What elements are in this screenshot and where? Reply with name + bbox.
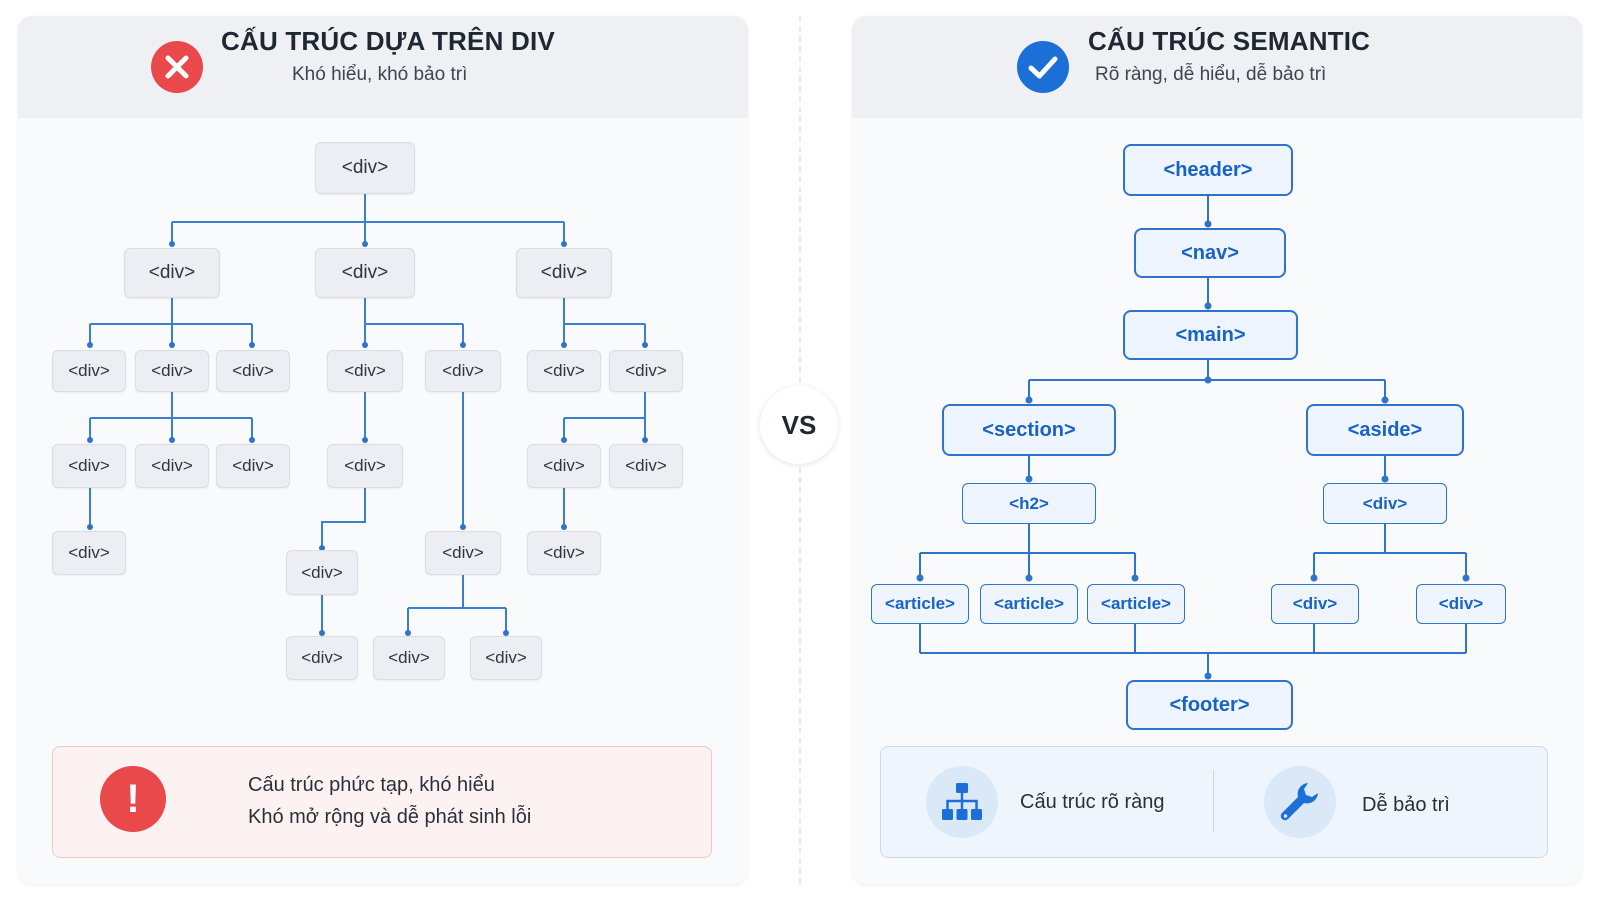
semantic-panel-header	[852, 16, 1582, 118]
div-node: <div>	[52, 444, 126, 488]
div-node-semantic-1: <div>	[1271, 584, 1359, 624]
div-node: <div>	[286, 550, 358, 595]
div-node-root: <div>	[315, 142, 415, 194]
exclamation-circle-icon: !	[100, 766, 166, 832]
benefits-divider	[1213, 770, 1214, 832]
benefit-clear-structure-label: Cấu trúc rõ ràng	[1020, 791, 1165, 813]
div-panel-header	[18, 16, 748, 118]
div-node: <div>	[609, 444, 683, 488]
div-node-a: <div>	[124, 248, 220, 298]
article-node-1: <article>	[871, 584, 969, 624]
div-node: <div>	[135, 444, 209, 488]
vs-badge: VS	[760, 386, 838, 464]
semantic-panel-subtitle: Rõ ràng, dễ hiểu, dễ bảo trì	[1095, 64, 1327, 85]
div-node: <div>	[373, 636, 445, 680]
article-node-3: <article>	[1087, 584, 1185, 624]
div-node: <div>	[52, 531, 126, 575]
nav-node: <nav>	[1134, 228, 1286, 278]
div-node: <div>	[327, 350, 403, 392]
sitemap-icon	[926, 766, 998, 838]
semantic-panel-title: CẤU TRÚC SEMANTIC	[1088, 26, 1371, 56]
div-node: <div>	[135, 350, 209, 392]
div-node: <div>	[216, 444, 290, 488]
footer-node: <footer>	[1126, 680, 1293, 730]
wrench-icon	[1264, 766, 1336, 838]
div-node: <div>	[527, 444, 601, 488]
warning-line-2: Khó mở rộng và dễ phát sinh lỗi	[248, 806, 532, 828]
x-circle-icon	[150, 40, 204, 94]
check-circle-icon	[1016, 40, 1070, 94]
aside-div-node: <div>	[1323, 483, 1447, 524]
article-node-2: <article>	[980, 584, 1078, 624]
aside-node: <aside>	[1306, 404, 1464, 456]
div-node: <div>	[52, 350, 126, 392]
div-node-semantic-2: <div>	[1416, 584, 1506, 624]
div-node: <div>	[527, 350, 601, 392]
div-node: <div>	[216, 350, 290, 392]
div-node: <div>	[609, 350, 683, 392]
div-node-c: <div>	[516, 248, 612, 298]
div-node-b: <div>	[315, 248, 415, 298]
benefit-maintainable-label: Dễ bảo trì	[1362, 794, 1450, 816]
section-node: <section>	[942, 404, 1116, 456]
h2-node: <h2>	[962, 483, 1096, 524]
div-node: <div>	[425, 350, 501, 392]
warning-line-1: Cấu trúc phức tạp, khó hiểu	[248, 774, 495, 796]
div-node: <div>	[470, 636, 542, 680]
main-node: <main>	[1123, 310, 1298, 360]
div-node: <div>	[527, 531, 601, 575]
div-node: <div>	[286, 636, 358, 680]
div-node: <div>	[327, 444, 403, 488]
div-panel-title: CẤU TRÚC DỰA TRÊN DIV	[221, 26, 555, 56]
div-panel-subtitle: Khó hiểu, khó bảo trì	[292, 64, 468, 85]
div-node: <div>	[425, 531, 501, 575]
header-node: <header>	[1123, 144, 1293, 196]
